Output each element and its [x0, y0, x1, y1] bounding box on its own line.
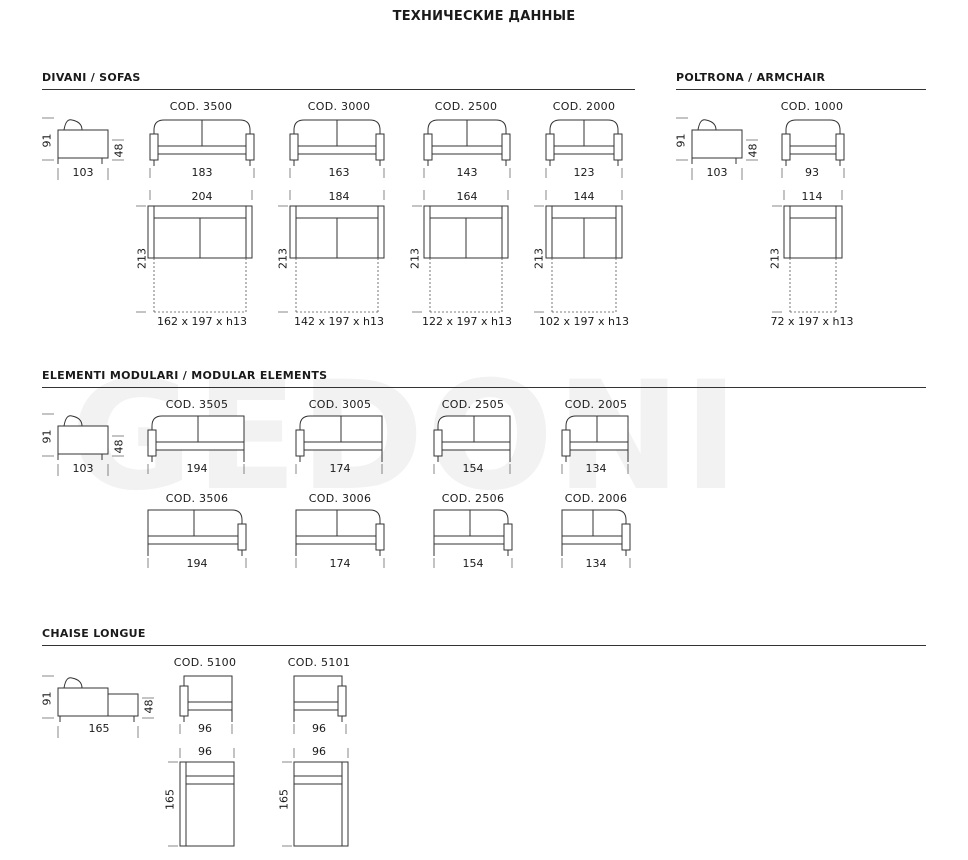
sofa-top-view: [534, 190, 623, 313]
modular-side-height: 91: [40, 429, 54, 444]
chaise-width: 96: [312, 722, 326, 735]
sofa-code: COD. 3000: [307, 100, 371, 113]
sofa-outer-width: 184: [328, 190, 350, 203]
armchair-front-view: [781, 119, 845, 178]
modular-code: COD. 3505: [165, 398, 229, 411]
chaise-outer-width: 96: [312, 745, 326, 758]
modular-heading: ELEMENTI MODULARI / MODULAR ELEMENTS: [42, 369, 328, 382]
armchair-heading: POLTRONA / ARMCHAIR: [676, 71, 826, 84]
sofa-side-view: [42, 117, 124, 180]
sofa-outer-width: 204: [191, 190, 213, 203]
sofa-side-height: 91: [40, 133, 54, 148]
page-title: ТЕХНИЧЕСКИЕ ДАННЫЕ: [392, 9, 576, 24]
armchair-depth: 213: [768, 248, 782, 269]
sofa-outer-width: 144: [573, 190, 595, 203]
chaise-side-view: [42, 675, 154, 738]
chaise-front-view: [293, 675, 347, 734]
chaise-depth: 165: [163, 789, 177, 810]
armchair-side-depth: 103: [706, 166, 728, 179]
chaise-top-view: [282, 748, 349, 847]
modular-width: 154: [462, 557, 484, 570]
modular-code: COD. 3006: [308, 492, 372, 505]
chaise-code: COD. 5101: [287, 656, 351, 669]
modular-side-depth: 103: [72, 462, 94, 475]
modular-front-view: [295, 509, 385, 568]
chaise-depth: 165: [277, 789, 291, 810]
modular-front-view: [147, 415, 245, 474]
modular-width: 174: [329, 462, 351, 475]
modular-width: 194: [186, 557, 208, 570]
armchair-rule: [676, 89, 926, 90]
armchair-side-view: [676, 117, 758, 180]
sofa-depth: 213: [532, 248, 546, 269]
armchair-outer-width: 114: [801, 190, 823, 203]
sofa-depth: 213: [408, 248, 422, 269]
sofa-depth: 213: [135, 248, 149, 269]
sofa-bed-size: 142 x 197 x h13: [294, 315, 384, 328]
sofa-width: 183: [191, 166, 213, 179]
sofa-front-view: [423, 119, 511, 178]
sofa-bed-size: 162 x 197 x h13: [157, 315, 247, 328]
sofa-code: COD. 2500: [434, 100, 498, 113]
sofa-width: 143: [456, 166, 478, 179]
sofa-front-view: [545, 119, 623, 178]
sofa-front-view: [289, 119, 385, 178]
modular-width: 174: [329, 557, 351, 570]
modular-rule: [42, 387, 926, 388]
modular-code: COD. 3506: [165, 492, 229, 505]
sofas-heading: DIVANI / SOFAS: [42, 71, 141, 84]
modular-front-view: [433, 509, 513, 568]
sofa-bed-size: 122 x 197 x h13: [422, 315, 512, 328]
chaise-top-view: [168, 748, 235, 847]
sofa-bed-size: 102 x 197 x h13: [539, 315, 629, 328]
chaise-width: 96: [198, 722, 212, 735]
sofa-width: 123: [573, 166, 595, 179]
chaise-front-view: [179, 675, 233, 734]
armchair-side-seat: 48: [746, 143, 760, 158]
chaise-side-height: 91: [40, 691, 54, 706]
armchair-bed-size: 72 x 197 x h13: [770, 315, 854, 328]
modular-front-view: [561, 509, 631, 568]
sofa-side-seat: 48: [112, 143, 126, 158]
modular-code: COD. 2506: [441, 492, 505, 505]
modular-front-view: [147, 509, 247, 568]
armchair-code: COD. 1000: [780, 100, 844, 113]
sofa-depth: 213: [276, 248, 290, 269]
modular-code: COD. 2005: [564, 398, 628, 411]
armchair-top-view: [772, 190, 843, 313]
sofa-width: 163: [328, 166, 350, 179]
chaise-code: COD. 5100: [173, 656, 237, 669]
modular-side-seat: 48: [112, 439, 126, 454]
sofa-code: COD. 2000: [552, 100, 616, 113]
sofa-front-view: [149, 119, 255, 178]
chaise-side-seat: 48: [142, 699, 156, 714]
chaise-outer-width: 96: [198, 745, 212, 758]
sofas-rule: [42, 89, 635, 90]
chaise-side-depth: 165: [88, 722, 110, 735]
chaise-heading: CHAISE LONGUE: [42, 627, 146, 640]
modular-front-view: [433, 415, 511, 474]
modular-width: 154: [462, 462, 484, 475]
sofa-top-view: [136, 190, 253, 313]
sofa-top-view: [412, 190, 509, 313]
sofa-outer-width: 164: [456, 190, 478, 203]
sofa-code: COD. 3500: [169, 100, 233, 113]
armchair-side-height: 91: [674, 133, 688, 148]
sofa-side-depth: 103: [72, 166, 94, 179]
modular-width: 194: [186, 462, 208, 475]
modular-front-view: [561, 415, 629, 474]
modular-width: 134: [585, 462, 607, 475]
chaise-rule: [42, 645, 926, 646]
sofa-top-view: [278, 190, 385, 313]
modular-code: COD. 2006: [564, 492, 628, 505]
armchair-width: 93: [805, 166, 819, 179]
modular-code: COD. 3005: [308, 398, 372, 411]
modular-code: COD. 2505: [441, 398, 505, 411]
modular-front-view: [295, 415, 383, 474]
modular-width: 134: [585, 557, 607, 570]
modular-side-view: [42, 413, 124, 476]
